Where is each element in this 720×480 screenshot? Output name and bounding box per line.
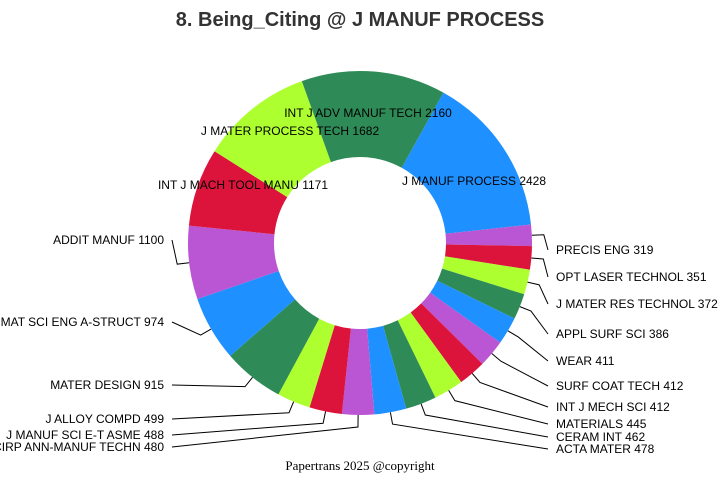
label-cirp-ann-manuf-techn: CIRP ANN-MANUF TECHN 480 [0,440,164,454]
label-materials: MATERIALS 445 [556,417,647,431]
label-surf-coat-tech: SURF COAT TECH 412 [556,379,684,393]
leader-surf-coat-tech [491,353,549,387]
slice-j-alloy-compd [278,318,335,408]
slice-appl-surf-sci [437,268,525,319]
leader-wear [507,330,549,362]
label-appl-surf-sci: APPL SURF SCI 386 [556,327,669,341]
slice-opt-laser-technol [444,244,532,270]
slice-j-mater-res-technol [442,256,530,295]
label-int-j-adv-manuf-tech: INT J ADV MANUF TECH 2160 [284,106,452,120]
slice-cirp-ann-manuf-techn [341,328,375,415]
slice-mat-sci-eng-a-struct [197,271,296,356]
leader-appl-surf-sci [519,306,549,335]
leader-acta-mater [389,412,549,450]
leader-opt-laser-technol [531,257,549,278]
label-precis-eng: PRECIS ENG 319 [556,243,654,257]
slice-int-j-adv-manuf-tech [301,71,444,168]
slice-int-j-mach-tool-manu [188,151,288,235]
label-mat-sci-eng-a-struct: MAT SCI ENG A-STRUCT 974 [1,315,165,329]
leader-ceram-int [420,403,549,438]
slice-addit-manuf [188,225,279,300]
slice-j-mater-process-tech [214,81,331,198]
label-wear: WEAR 411 [556,354,615,368]
slice-materials [397,312,462,398]
label-mater-design: MATER DESIGN 915 [50,378,164,392]
leader-cirp-ann-manuf-techn [171,414,359,448]
slice-j-manuf-process [401,92,531,234]
slices-group [188,71,532,415]
slice-wear [430,280,515,343]
footer-copyright: Papertrans 2025 @copyright [285,458,435,473]
leader-j-manuf-sci-e-t-asme [171,411,327,436]
leader-materials [448,390,549,425]
label-ceram-int: CERAM INT 462 [556,430,645,444]
leader-int-j-mech-sci [471,373,549,408]
slice-int-j-mech-sci [410,303,483,383]
slice-acta-mater [367,325,407,415]
leader-j-mater-res-technol [527,281,549,305]
label-j-mater-res-technol: J MATER RES TECHNOL 372 [556,297,718,311]
label-j-manuf-process: J MANUF PROCESS 2428 [402,174,546,188]
label-opt-laser-technol: OPT LASER TECHNOL 351 [556,270,707,284]
leader-mat-sci-eng-a-struct [171,321,212,336]
chart-title: 8. Being_Citing @ J MANUF PROCESS [176,9,544,31]
leader-addit-manuf [171,239,190,265]
slice-mater-design [230,299,320,395]
slice-precis-eng [445,224,532,247]
leader-precis-eng [531,234,549,251]
label-j-alloy-compd: J ALLOY COMPD 499 [46,412,165,426]
label-acta-mater: ACTA MATER 478 [556,442,655,456]
slice-j-manuf-sci-e-t-asme [309,325,351,415]
leader-mater-design [171,376,253,388]
label-j-mater-process-tech: J MATER PROCESS TECH 1682 [201,124,380,138]
label-int-j-mach-tool-manu: INT J MACH TOOL MANU 1171 [158,178,328,192]
slice-ceram-int [383,320,436,409]
label-int-j-mech-sci: INT J MECH SCI 412 [556,400,670,414]
label-j-manuf-sci-e-t-asme: J MANUF SCI E-T ASME 488 [6,428,164,442]
label-addit-manuf: ADDIT MANUF 1100 [53,233,164,247]
slice-surf-coat-tech [421,292,501,364]
leader-j-alloy-compd [171,401,295,420]
